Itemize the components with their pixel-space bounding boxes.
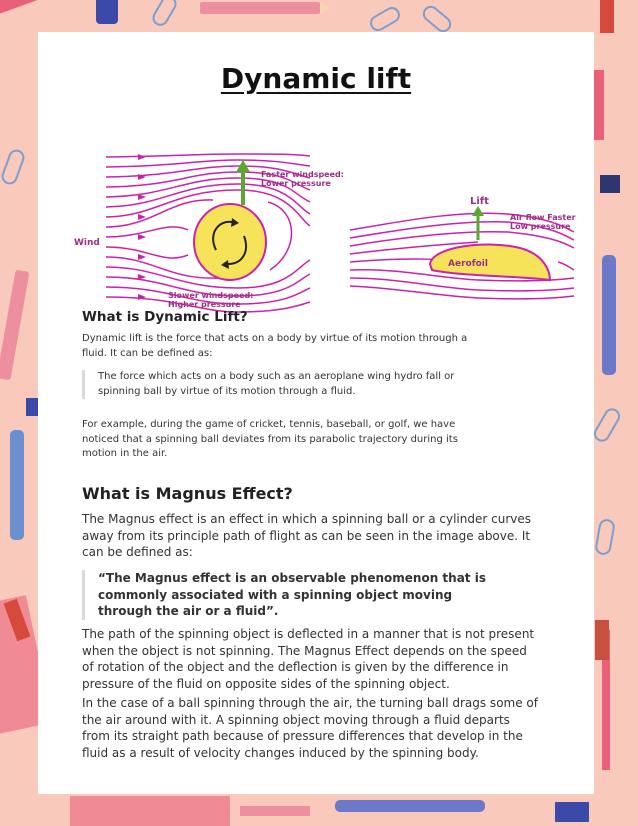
flow-arrow-icon [138,294,146,300]
pencil-icon [602,630,610,770]
faster-label-line2: Lower pressure [261,179,331,188]
flow-line [105,199,214,228]
pencil-icon [0,0,39,15]
wind-label: Wind [74,238,100,248]
flow-line [105,171,311,191]
flow-line [349,285,575,300]
pencil-icon [594,70,604,140]
faster-label-line1: Faster windspeed: [261,170,344,179]
flow-arrow-icon [138,254,146,260]
marker-icon [600,0,614,33]
flow-line [349,277,575,292]
rotation-arrow-icon [212,220,233,251]
flow-line [105,273,311,297]
pencil-icon [0,270,29,380]
flow-line [105,189,311,227]
clip-icon [600,175,620,193]
lift-label: Lift [470,196,489,207]
flow-line [105,183,311,215]
flow-line [349,230,575,249]
paperclip-icon [152,0,177,26]
paperclip-icon [370,7,400,31]
marker-icon [3,598,31,642]
flow-line [105,286,311,305]
magnus-effect-deflection: The path of the spinning object is defle… [82,627,535,691]
airflow-label-line2: Low pressure [510,222,571,231]
pencil-icon [200,2,320,14]
flow-arrow-icon [138,154,146,160]
flow-line [349,212,575,233]
pencil-icon [240,806,310,816]
dynamic-lift-example: For example, during the game of cricket,… [82,419,458,459]
document-page: Dynamic lift [38,32,594,794]
magnus-effect-intro: The Magnus effect is an effect in which … [82,512,531,559]
dynamic-lift-intro: Dynamic lift is the force that acts on a… [82,333,468,359]
pencil-icon [96,0,118,24]
pencil-icon [320,2,330,14]
aerofoil-shape [428,243,552,282]
magnus-effect-definition-quote: “The Magnus effect is an observable phen… [82,570,494,620]
paperclip-icon [594,408,620,442]
flow-line [105,296,311,313]
flow-arrow-icon [138,174,146,180]
slower-label-line2: Higher pressure [168,300,241,309]
pen-icon [335,800,485,812]
rotation-arrowhead-icon [231,218,239,227]
magnus-effect-spinning-ball: In the case of a ball spinning through t… [82,696,538,760]
flow-line [105,226,189,238]
flow-line [267,201,293,271]
flow-line [349,241,479,255]
flow-line [349,220,575,241]
spinning-ball [193,203,267,281]
ruler-icon [70,796,230,826]
aerofoil-label: Aerofoil [448,259,488,269]
slower-label-line1: Slower windspeed: [168,291,253,300]
dynamic-lift-definition-quote: The force which acts on a body such as a… [82,370,458,399]
flow-line [105,159,311,168]
flow-line [105,259,311,289]
flow-line [557,261,575,271]
flow-line [105,153,311,158]
lift-arrowhead-icon [472,206,484,216]
flow-line [105,177,311,203]
marker-icon [26,398,38,416]
section-heading-magnus-effect: What is Magnus Effect? [82,484,293,503]
clip-icon [555,802,589,822]
flow-arrow-icon [138,234,146,240]
airflow-label-line1: Air flow Faster [510,213,576,222]
flow-line [105,165,311,179]
pencil-icon [595,620,609,660]
paperclip-icon [422,5,452,33]
dynamic-lift-diagram: Wind Faster windspeed: Lower pressure Sl… [74,153,576,313]
flow-arrow-icon [138,194,146,200]
flow-arrow-icon [138,274,146,280]
pen-icon [10,430,24,540]
paperclip-icon [1,149,25,185]
pen-icon [602,255,616,375]
flow-line [105,256,219,279]
page-title: Dynamic lift [220,62,412,95]
paperclip-icon [595,519,615,555]
aerofoil-diagram: Lift Air flow Faster Low pressure Aerofo… [349,196,576,300]
flow-line [349,268,575,282]
magnus-flow-diagram: Wind Faster windspeed: Lower pressure Sl… [74,153,344,313]
rotation-arrow-icon [227,235,247,265]
ruler-icon [0,595,53,735]
lift-arrowhead-icon [236,160,250,172]
flow-line [105,246,189,259]
flow-arrow-icon [138,214,146,220]
rotation-arrowhead-icon [221,260,229,269]
section-heading-dynamic-lift: What is Dynamic Lift? [82,309,248,325]
